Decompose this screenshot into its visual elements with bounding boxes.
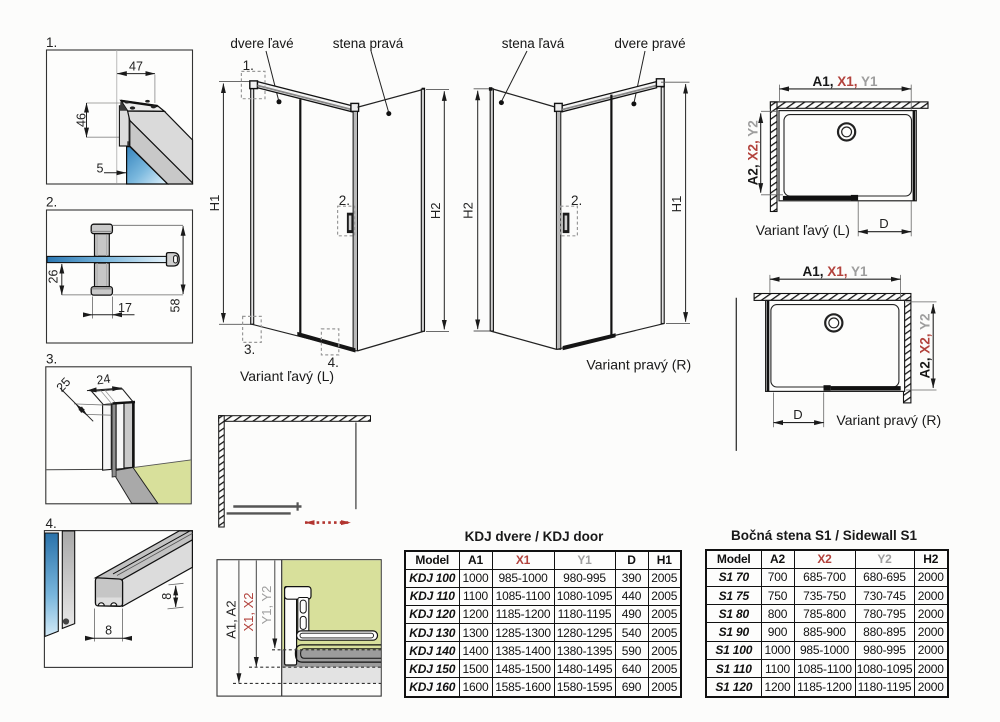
svg-text:4.: 4. — [328, 355, 339, 370]
svg-text:H2: H2 — [428, 202, 443, 219]
svg-text:A2, X2, Y2: A2, X2, Y2 — [745, 120, 760, 185]
svg-text:A1, X1, Y1: A1, X1, Y1 — [802, 264, 868, 279]
svg-text:3.: 3. — [244, 342, 255, 357]
svg-text:3.: 3. — [46, 352, 57, 367]
svg-text:1.: 1. — [243, 58, 254, 73]
svg-text:dvere pravé: dvere pravé — [614, 36, 685, 51]
svg-text:X1, X2: X1, X2 — [241, 592, 256, 631]
svg-text:H1: H1 — [669, 196, 684, 213]
svg-text:5: 5 — [97, 162, 104, 176]
svg-text:58: 58 — [168, 299, 182, 313]
svg-text:1.: 1. — [46, 35, 57, 50]
svg-text:2.: 2. — [571, 193, 582, 208]
svg-text:D: D — [793, 407, 802, 422]
svg-text:D: D — [879, 216, 888, 231]
svg-text:Variant pravý (R): Variant pravý (R) — [836, 412, 941, 428]
svg-text:stena ľavá: stena ľavá — [502, 36, 565, 51]
svg-text:2.: 2. — [339, 193, 350, 208]
svg-text:46: 46 — [74, 113, 88, 127]
svg-text:H2: H2 — [461, 202, 476, 219]
svg-text:Variant ľavý (L): Variant ľavý (L) — [240, 368, 334, 384]
svg-text:24: 24 — [96, 372, 112, 388]
svg-text:stena pravá: stena pravá — [333, 36, 404, 51]
svg-text:dvere ľavé: dvere ľavé — [230, 36, 293, 51]
svg-text:8: 8 — [160, 593, 174, 600]
svg-text:2.: 2. — [46, 195, 57, 210]
svg-text:26: 26 — [46, 270, 60, 284]
svg-text:A1, A2: A1, A2 — [223, 600, 238, 638]
svg-text:A2, X2, Y2: A2, X2, Y2 — [917, 313, 932, 378]
svg-text:17: 17 — [118, 301, 132, 315]
svg-text:A1, X1, Y1: A1, X1, Y1 — [812, 74, 878, 89]
svg-text:4.: 4. — [46, 516, 57, 531]
svg-text:H1: H1 — [207, 195, 222, 212]
svg-text:Y1, Y2: Y1, Y2 — [259, 586, 274, 625]
svg-text:47: 47 — [129, 60, 143, 74]
svg-text:Variant ľavý (L): Variant ľavý (L) — [756, 222, 850, 238]
svg-text:8: 8 — [105, 624, 112, 638]
svg-text:Variant pravý (R): Variant pravý (R) — [586, 356, 691, 372]
